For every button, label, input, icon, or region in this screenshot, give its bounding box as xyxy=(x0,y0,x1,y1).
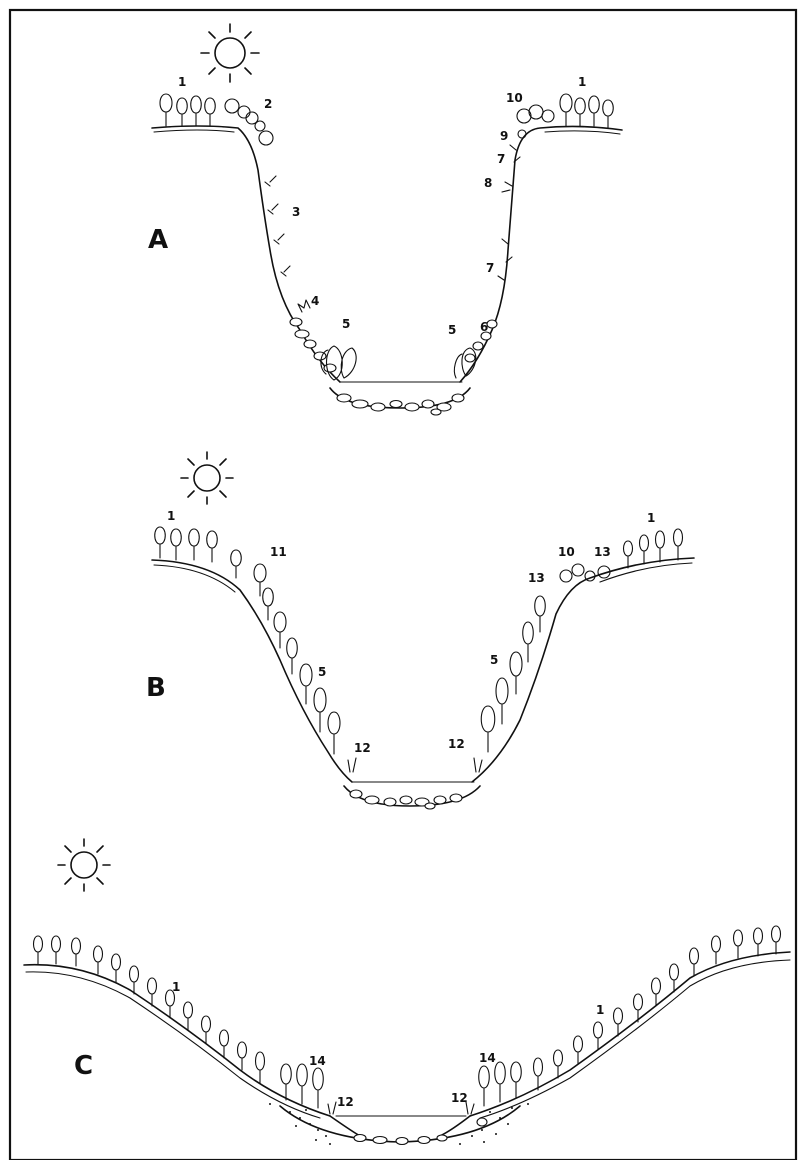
label-1a: 1 xyxy=(172,980,180,994)
label-11: 11 xyxy=(270,545,287,559)
label-9: 9 xyxy=(500,129,508,143)
panel-c: C 1 14 12 12 14 1 xyxy=(24,839,790,1145)
label-14b: 14 xyxy=(479,1051,496,1065)
sun-icon xyxy=(201,24,259,82)
label-1a: 1 xyxy=(178,75,186,89)
forest-c-left xyxy=(34,936,337,1114)
label-14a: 14 xyxy=(309,1054,326,1068)
sun-icon xyxy=(58,839,110,891)
panel-label-c: C xyxy=(74,1051,93,1081)
panel-b: B 1 11 5 12 12 5 13 10 13 1 xyxy=(146,452,694,809)
panel-a: A 1 2 3 4 5 5 6 7 7 8 9 10 1 xyxy=(148,24,622,415)
label-12a: 12 xyxy=(354,741,371,755)
label-1b: 1 xyxy=(578,75,586,89)
label-1b: 1 xyxy=(647,511,655,525)
label-10: 10 xyxy=(558,545,575,559)
label-12b: 12 xyxy=(451,1091,468,1105)
label-1b: 1 xyxy=(596,1003,604,1017)
label-12b: 12 xyxy=(448,737,465,751)
label-8: 8 xyxy=(484,176,492,190)
valley-profile-a xyxy=(152,126,622,382)
panel-label-a: A xyxy=(148,225,168,255)
forest-a-right xyxy=(517,94,613,128)
label-5a: 5 xyxy=(342,317,350,331)
valley-profile-b xyxy=(152,558,694,782)
forest-c-right xyxy=(466,926,781,1114)
label-12a: 12 xyxy=(337,1095,354,1109)
forest-a-left xyxy=(160,94,215,126)
forest-b-right xyxy=(474,529,683,772)
streambed-stones-a xyxy=(337,394,464,415)
label-6: 6 xyxy=(480,320,488,334)
label-5b: 5 xyxy=(490,653,498,667)
valley-profile-c xyxy=(24,952,790,1116)
label-4: 4 xyxy=(311,294,319,308)
label-13b: 13 xyxy=(594,545,611,559)
sun-icon xyxy=(181,452,233,504)
label-7a: 7 xyxy=(497,152,505,166)
label-1a: 1 xyxy=(167,509,175,523)
label-5a: 5 xyxy=(318,665,326,679)
label-2: 2 xyxy=(264,97,272,111)
panel-label-b: B xyxy=(146,673,166,703)
label-7b: 7 xyxy=(486,261,494,275)
streambed-stones-c xyxy=(354,1118,487,1145)
label-10: 10 xyxy=(506,91,523,105)
label-3: 3 xyxy=(292,205,300,219)
label-13a: 13 xyxy=(528,571,545,585)
label-5b: 5 xyxy=(448,323,456,337)
cliff-plants-3-a xyxy=(265,176,290,276)
